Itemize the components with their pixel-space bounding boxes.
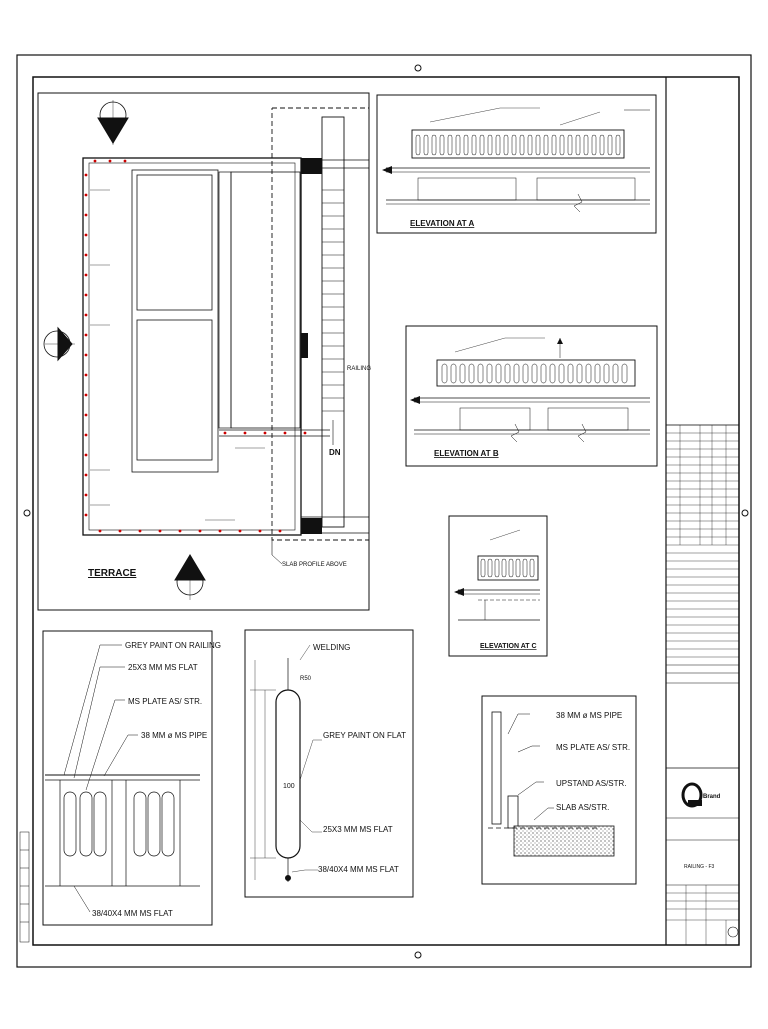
logo-text: Brand — [703, 794, 721, 800]
railing-markers — [84, 159, 307, 533]
section-marker-bottom — [174, 554, 206, 600]
upstand-label: UPSTAND AS/STR. — [556, 779, 627, 788]
company-logo: Brand — [681, 782, 721, 808]
upstand-detail — [481, 695, 637, 885]
registration-marks — [23, 64, 749, 959]
outer-border — [16, 54, 752, 968]
inner-border — [32, 76, 740, 946]
railing-grey-paint: GREY PAINT ON RAILING — [125, 641, 221, 650]
elevation-b-title: ELEVATION AT B — [434, 449, 499, 458]
baluster-dim-r50: R50 — [300, 676, 312, 682]
railing-flat-25x3: 25X3 MM MS FLAT — [128, 663, 198, 672]
railing-flat-38x40: 38/40X4 MM MS FLAT — [92, 909, 173, 918]
baluster-detail — [244, 629, 414, 898]
dn-label: DN — [329, 448, 341, 457]
railing-detail — [42, 630, 213, 926]
elevation-c-title: ELEVATION AT C — [480, 643, 537, 650]
upstand-slab-label: SLAB AS/STR. — [556, 803, 609, 812]
elevation-a — [376, 94, 657, 234]
elevation-c — [448, 515, 548, 657]
terrace-plan — [37, 92, 370, 611]
section-marker-top — [97, 100, 129, 145]
upstand-pipe-38: 38 MM ø MS PIPE — [556, 711, 622, 720]
baluster-flat-25x3: 25X3 MM MS FLAT — [323, 825, 393, 834]
baluster-grey-paint: GREY PAINT ON FLAT — [323, 731, 406, 740]
slab-profile-label: SLAB PROFILE ABOVE — [282, 562, 347, 568]
baluster-welding: WELDING — [313, 643, 350, 652]
baluster-dim-100: 100 — [283, 783, 295, 790]
section-marker-left — [43, 326, 75, 362]
terrace-label: TERRACE — [88, 568, 137, 579]
baluster-flat-38x40: 38/40X4 MM MS FLAT — [318, 865, 399, 874]
elevation-a-title: ELEVATION AT A — [410, 219, 475, 228]
railing-pipe-38: 38 MM ø MS PIPE — [141, 731, 207, 740]
elevation-b — [405, 325, 658, 467]
upstand-ms-plate: MS PLATE AS/ STR. — [556, 743, 630, 752]
plan-leader-notes — [90, 189, 265, 521]
railing-ms-plate: MS PLATE AS/ STR. — [128, 697, 202, 706]
title-block — [665, 424, 740, 946]
revision-strip — [19, 831, 30, 943]
railing-label: RAILING — [347, 366, 371, 372]
drawing-title: RAILING - F3 — [684, 864, 715, 870]
